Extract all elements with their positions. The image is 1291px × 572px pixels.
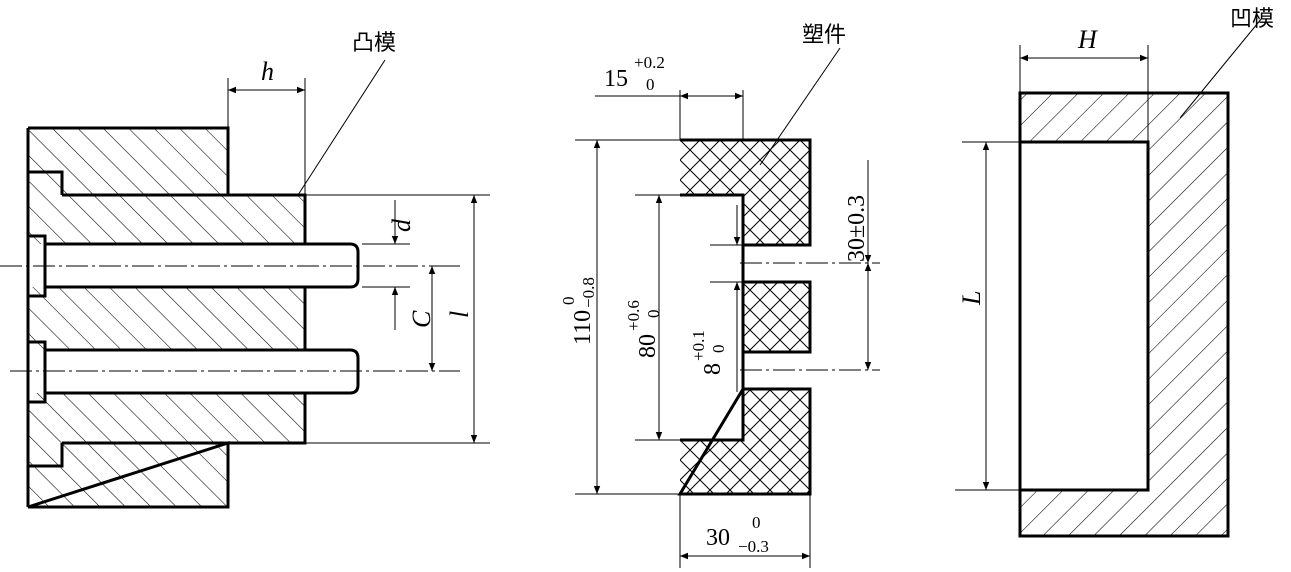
die-outline bbox=[1018, 91, 1230, 538]
dim-top-lower: 0 bbox=[646, 75, 655, 94]
dim-L-label: L bbox=[957, 291, 986, 306]
dim-height-base: 110 bbox=[570, 310, 596, 345]
dim-H-label: H bbox=[1077, 25, 1098, 54]
dim-width-base: 30 bbox=[706, 525, 730, 551]
dim-height-upper: 0 bbox=[559, 297, 578, 306]
dim-l-label: l bbox=[445, 311, 474, 318]
dim-hole-base: 8 bbox=[700, 363, 726, 375]
dim-d-label: d bbox=[387, 218, 416, 232]
die-view: H L 凹模 bbox=[955, 7, 1274, 538]
dim-width-lower: −0.3 bbox=[738, 537, 769, 556]
dim-h-label: h bbox=[261, 57, 274, 86]
dim-width-upper: 0 bbox=[752, 513, 761, 532]
dim-height-lower: −0.8 bbox=[579, 277, 598, 308]
dim-top-upper: +0.2 bbox=[634, 53, 665, 72]
punch-view: h d C l 凸模 bbox=[0, 31, 490, 509]
dim-cavity-base: 80 bbox=[635, 334, 661, 358]
part-view: 15 +0.2 0 110 0 −0.8 80 +0.6 0 8 +0.1 0 bbox=[559, 23, 880, 568]
die-title: 凹模 bbox=[1230, 7, 1274, 32]
dim-C-label: C bbox=[407, 310, 436, 328]
dim-hole-lower: 0 bbox=[709, 345, 728, 354]
dim-cavity-upper: +0.6 bbox=[624, 300, 643, 331]
part-title: 塑件 bbox=[802, 23, 846, 48]
punch-holder bbox=[28, 128, 305, 507]
dim-cavity-lower: 0 bbox=[644, 310, 663, 319]
dim-hole-upper: +0.1 bbox=[689, 330, 708, 361]
punch-title: 凸模 bbox=[352, 31, 396, 56]
dim-spacing-label: 30±0.3 bbox=[844, 195, 870, 262]
dim-top-base: 15 bbox=[604, 66, 628, 92]
